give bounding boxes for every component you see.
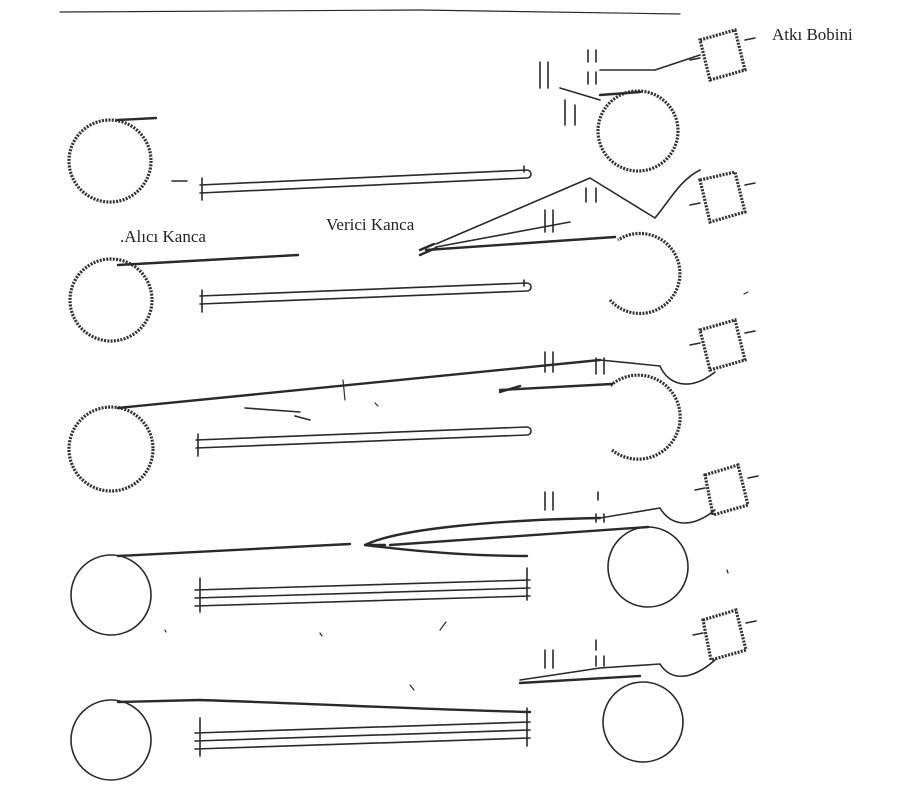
left-wheel-1 bbox=[67, 118, 153, 204]
left-wheel-3 bbox=[67, 405, 155, 493]
guides-5 bbox=[544, 639, 605, 669]
giver-head-2 bbox=[418, 242, 438, 257]
right-tape-2 bbox=[424, 235, 617, 252]
right-tape-3 bbox=[498, 382, 614, 392]
rod-tick-5 bbox=[199, 707, 528, 757]
stage-5 bbox=[70, 607, 757, 781]
bobbin-1 bbox=[698, 28, 747, 82]
left-tape-5 bbox=[116, 698, 532, 714]
stage-1 bbox=[67, 28, 756, 204]
bobbin-pin-5 bbox=[692, 620, 757, 636]
scan-edge bbox=[59, 9, 681, 15]
bobbin-2 bbox=[698, 170, 747, 224]
rapier-rod-4 bbox=[194, 579, 531, 607]
transfer-jaws-4 bbox=[363, 516, 602, 558]
right-wheel-4 bbox=[607, 526, 689, 608]
bobbin-3 bbox=[698, 318, 747, 372]
right-tape-4 bbox=[388, 525, 650, 547]
stage-4 bbox=[70, 462, 759, 636]
weft-thread-3 bbox=[599, 359, 716, 385]
right-tape-5 bbox=[518, 674, 642, 685]
guides-2 bbox=[544, 187, 597, 233]
weft-thread-1 bbox=[599, 54, 701, 71]
rapier-rod-5 bbox=[194, 721, 531, 750]
rapier-rod-1 bbox=[199, 169, 532, 194]
stage-2 bbox=[68, 169, 756, 343]
bobbin-5 bbox=[701, 607, 748, 663]
weft-thread-5 bbox=[519, 659, 716, 681]
left-tape-4 bbox=[116, 542, 352, 558]
left-tape-3 bbox=[116, 358, 602, 410]
bobbin-pin-1 bbox=[689, 37, 756, 61]
rapier-rod-2 bbox=[199, 282, 532, 305]
giver-head-3 bbox=[498, 384, 522, 394]
right-wheel-5 bbox=[602, 681, 684, 763]
bobbin-pin-2 bbox=[689, 182, 756, 206]
rod-tick-4 bbox=[199, 567, 528, 613]
right-wheel-1 bbox=[596, 89, 680, 173]
bobbin-4 bbox=[703, 462, 750, 518]
scan-specks bbox=[164, 291, 749, 691]
right-tape-1 bbox=[598, 90, 642, 97]
left-tape-2 bbox=[116, 253, 300, 267]
right-arc-3 bbox=[608, 373, 682, 461]
bobbin-pin-3 bbox=[689, 330, 756, 346]
guides-4 bbox=[544, 491, 605, 523]
left-tape-1 bbox=[116, 116, 158, 122]
stage-3 bbox=[67, 318, 756, 493]
weft-thread-2 bbox=[435, 169, 701, 248]
loose-thread-3 bbox=[244, 407, 311, 421]
rod-tick-2 bbox=[201, 279, 525, 313]
left-wheel-5 bbox=[70, 699, 152, 781]
bobbin-pin-4 bbox=[694, 475, 759, 491]
right-arc-2 bbox=[608, 231, 682, 315]
receiver-hook-label: .Alıcı Kanca bbox=[120, 227, 206, 246]
giver-hook-label: Verici Kanca bbox=[326, 215, 415, 234]
guides-1 bbox=[539, 49, 601, 126]
rapier-rod-3 bbox=[195, 426, 532, 449]
left-wheel-4 bbox=[70, 554, 152, 636]
weft-thread-4 bbox=[599, 507, 716, 524]
guides-3 bbox=[544, 351, 605, 375]
rod-tick-1 bbox=[201, 165, 525, 201]
weft-bobbin-label: Atkı Bobini bbox=[772, 25, 853, 44]
left-wheel-2 bbox=[68, 257, 154, 343]
